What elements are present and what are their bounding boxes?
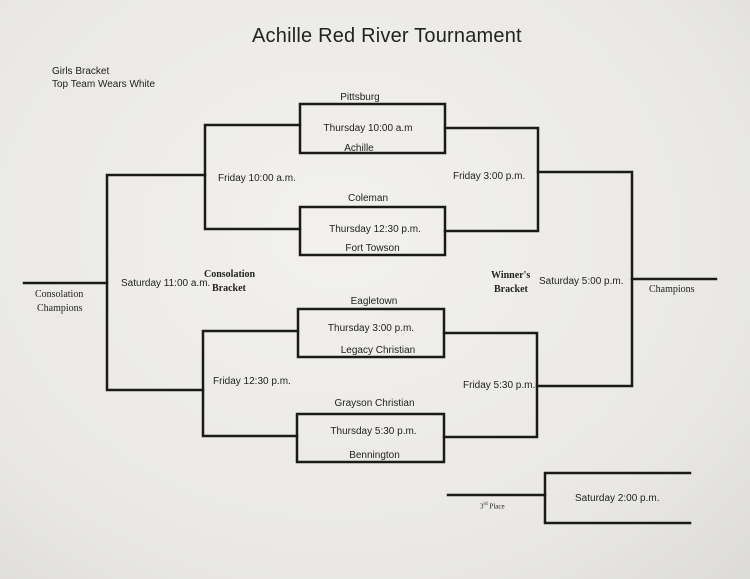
consolation-bracket-label-2: Bracket — [212, 283, 246, 294]
consolation-champions-label-1: Consolation — [35, 289, 84, 300]
game-2-top-team: Coleman — [347, 193, 389, 204]
game-1-bottom-team: Achille — [344, 143, 374, 154]
consolation-round2-top-time: Friday 10:00 a.m. — [218, 173, 296, 184]
page-title: Achille Red River Tournament — [252, 25, 522, 47]
game-4-time: Thursday 5:30 p.m. — [330, 426, 417, 437]
third-place-time: Saturday 2:00 p.m. — [575, 493, 660, 504]
game-1-time: Thursday 10:00 a.m — [323, 123, 413, 134]
winners-bracket-label-2: Bracket — [494, 284, 528, 295]
subtitle-line-1: Girls Bracket — [52, 66, 110, 77]
winners-bracket-label-1: Winner's — [491, 270, 531, 281]
consolation-round2-bottom-time: Friday 12:30 p.m. — [213, 376, 291, 387]
game-4-top-team: Grayson Christian — [334, 398, 415, 409]
consolation-champions-label-2: Champions — [37, 303, 83, 314]
winners-final-time: Saturday 5:00 p.m. — [539, 276, 624, 287]
winners-round2-bottom-time: Friday 5:30 p.m. — [463, 380, 536, 391]
winners-round2-top-time: Friday 3:00 p.m. — [453, 171, 526, 182]
game-2-time: Thursday 12:30 p.m. — [329, 224, 421, 235]
game-3-top-team: Eagletown — [350, 296, 398, 307]
game-3-time: Thursday 3:00 p.m. — [327, 323, 415, 334]
third-place-label: 3rd Place — [480, 502, 505, 511]
consolation-final-time: Saturday 11:00 a.m. — [121, 278, 211, 289]
game-1-top-team: Pittsburg — [340, 92, 380, 103]
game-2-bottom-team: Fort Towson — [345, 243, 400, 254]
game-3-bottom-team-label: Legacy Christian — [340, 345, 416, 356]
game-4-bottom-team: Bennington — [349, 450, 400, 461]
subtitle-line-2: Top Team Wears White — [52, 79, 156, 90]
champions-label: Champions — [649, 284, 695, 295]
consolation-bracket-label-1: Consolation — [204, 269, 256, 280]
